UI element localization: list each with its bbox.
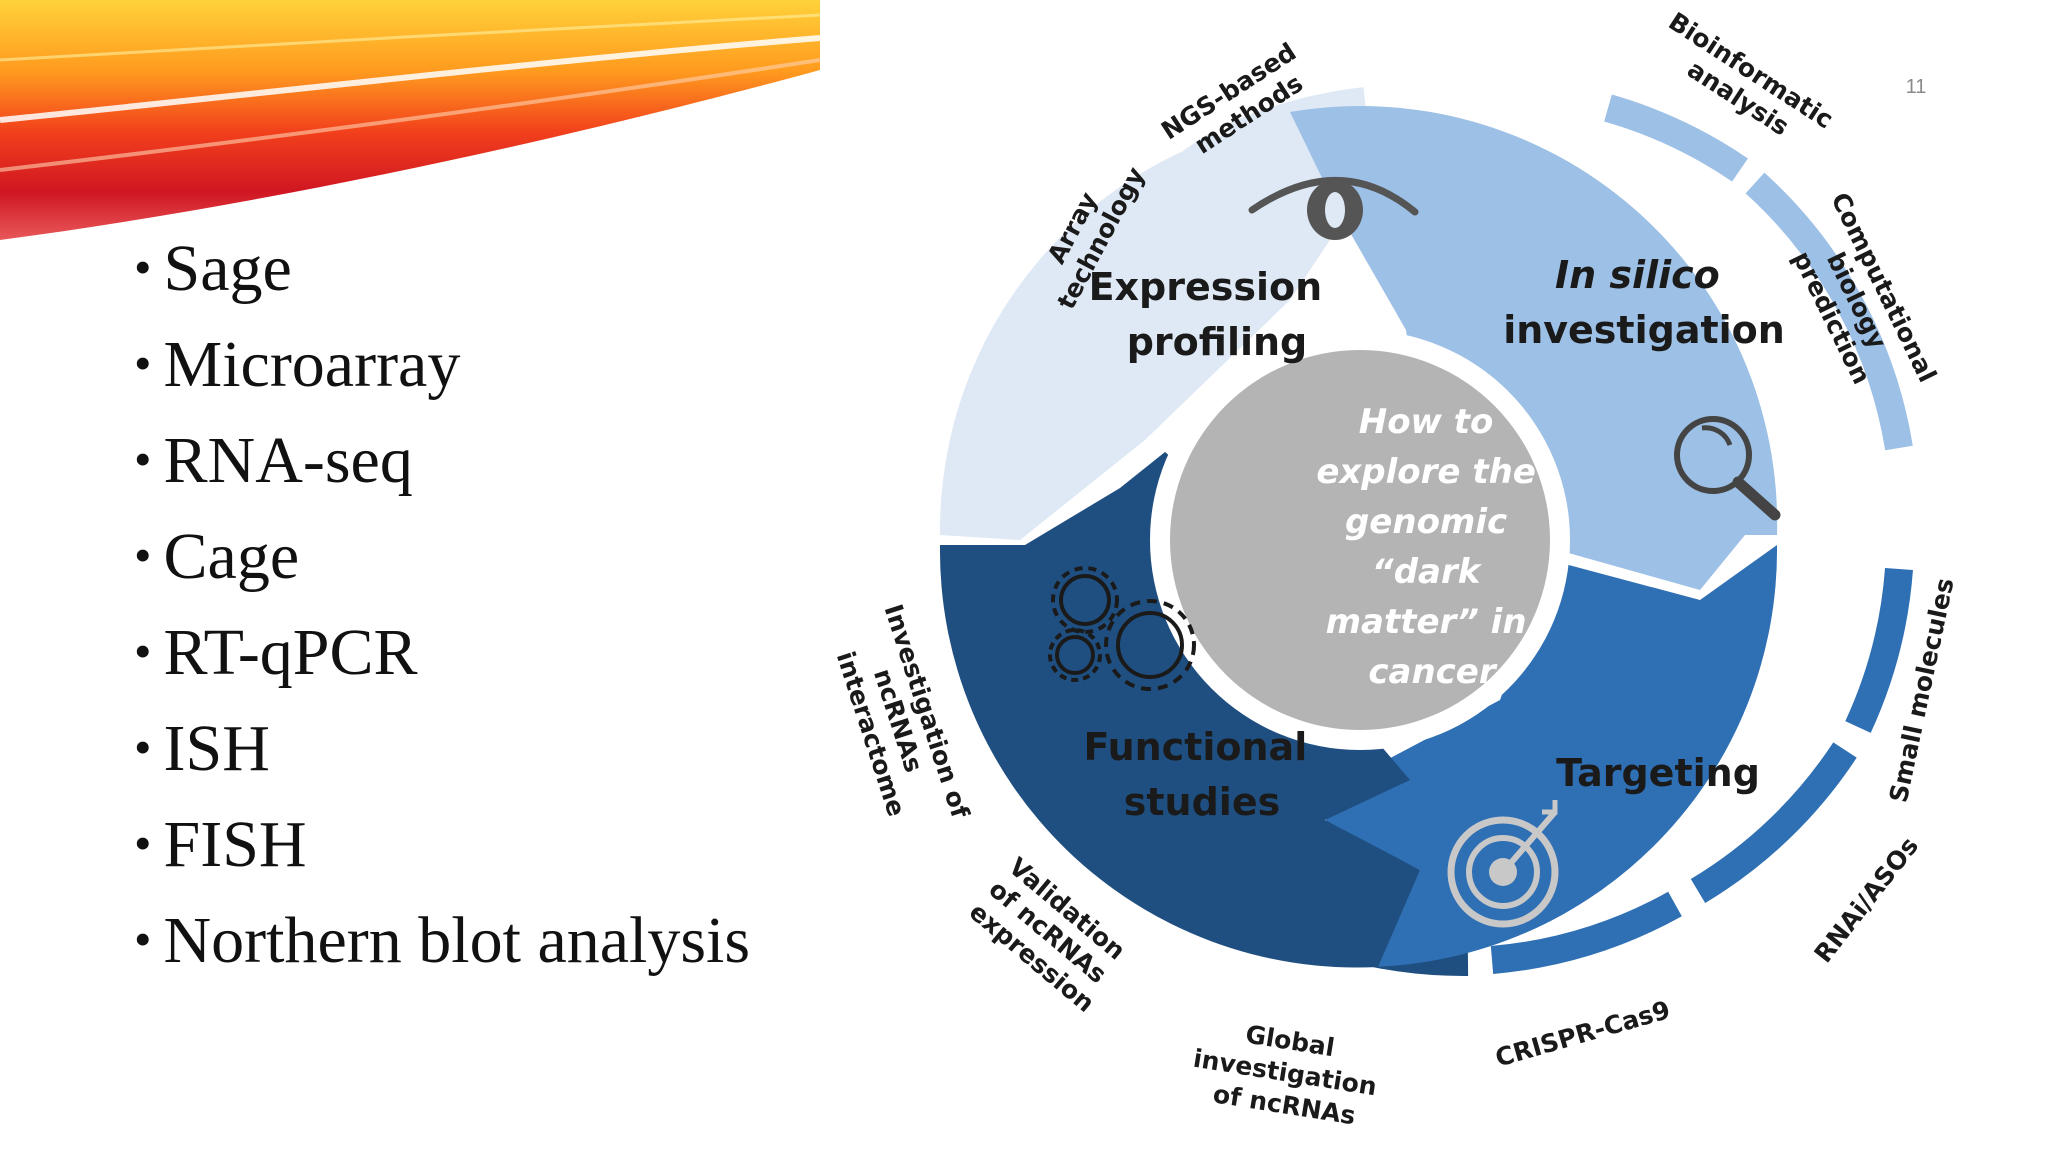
expression-profiling-label: Expression profiling: [1089, 265, 1336, 364]
list-item: Northern blot analysis: [134, 892, 751, 988]
arc-small-molecules: [1845, 567, 1913, 733]
segment-in-silico-investigation: [1290, 106, 1778, 590]
ncrna-cycle-diagram: How to explore the genomic “dark matter”…: [831, 7, 1960, 1134]
decorative-banner: [0, 0, 820, 240]
targeting-label: Targeting: [1556, 751, 1760, 795]
global-investigation-label: Global investigation of ncRNAs: [1186, 1012, 1392, 1134]
crispr-cas9-label: CRISPR-Cas9: [1492, 995, 1673, 1073]
list-item: Cage: [134, 508, 750, 604]
segment-targeting: [1325, 545, 1778, 967]
in-silico-label: In silico investigation: [1503, 253, 1785, 352]
list-item: Microarray: [134, 316, 750, 412]
technique-list: Sage Microarray RNA-seq Cage RT-qPCR ISH…: [134, 220, 751, 988]
list-item: ISH: [134, 700, 750, 796]
center-text: How to explore the genomic “dark matter”…: [1316, 402, 1547, 692]
gears-icon: [1048, 566, 1196, 691]
arc-bioinformatic: [1604, 94, 1748, 182]
arc-crispr: [1490, 891, 1682, 974]
page-number: 11: [1905, 76, 1927, 98]
list-item: RT-qPCR: [134, 604, 750, 700]
center-circle: [1170, 350, 1550, 730]
rnai-asos-label: RNAi/ASOs: [1808, 831, 1924, 968]
magnifier-icon: [1674, 416, 1781, 521]
functional-studies-label: Functional studies: [1084, 725, 1321, 824]
target-icon: [1447, 800, 1559, 928]
eye-icon: [1248, 177, 1419, 240]
segment-functional-studies: [939, 452, 1420, 968]
list-item: RNA-seq: [134, 412, 750, 508]
segment-expression-profiling: [939, 117, 1350, 540]
arc-rnai: [1690, 742, 1857, 904]
list-item: FISH: [134, 796, 750, 892]
arc-computational: [1745, 172, 1913, 451]
list-item: Sage: [134, 220, 750, 316]
